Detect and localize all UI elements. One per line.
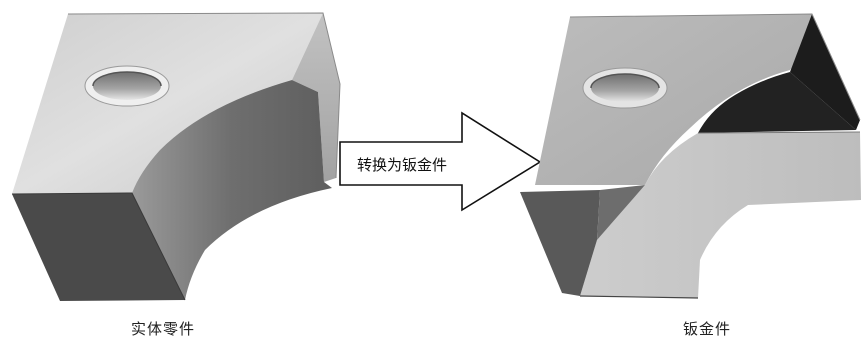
solid-curved-face xyxy=(132,80,332,300)
sheet-front-face xyxy=(520,190,600,296)
solid-right-face xyxy=(292,13,340,182)
sheet-metal-part xyxy=(520,13,861,299)
solid-front-face xyxy=(12,193,185,301)
solid-part-caption: 实体零件 xyxy=(131,320,196,338)
sheet-metal-caption: 钣金件 xyxy=(683,320,732,338)
sheet-hole xyxy=(582,67,668,109)
solid-top-face xyxy=(12,13,323,194)
sheet-top-face xyxy=(535,14,812,185)
solid-part xyxy=(11,12,341,301)
sheet-lower-face xyxy=(580,132,861,298)
sheet-curved-band xyxy=(698,72,856,133)
solid-hole xyxy=(84,65,170,107)
conversion-arrow: 转换为钣金件 xyxy=(339,111,542,212)
sheet-right-wall xyxy=(790,14,860,130)
arrow-label: 转换为钣金件 xyxy=(357,156,447,174)
